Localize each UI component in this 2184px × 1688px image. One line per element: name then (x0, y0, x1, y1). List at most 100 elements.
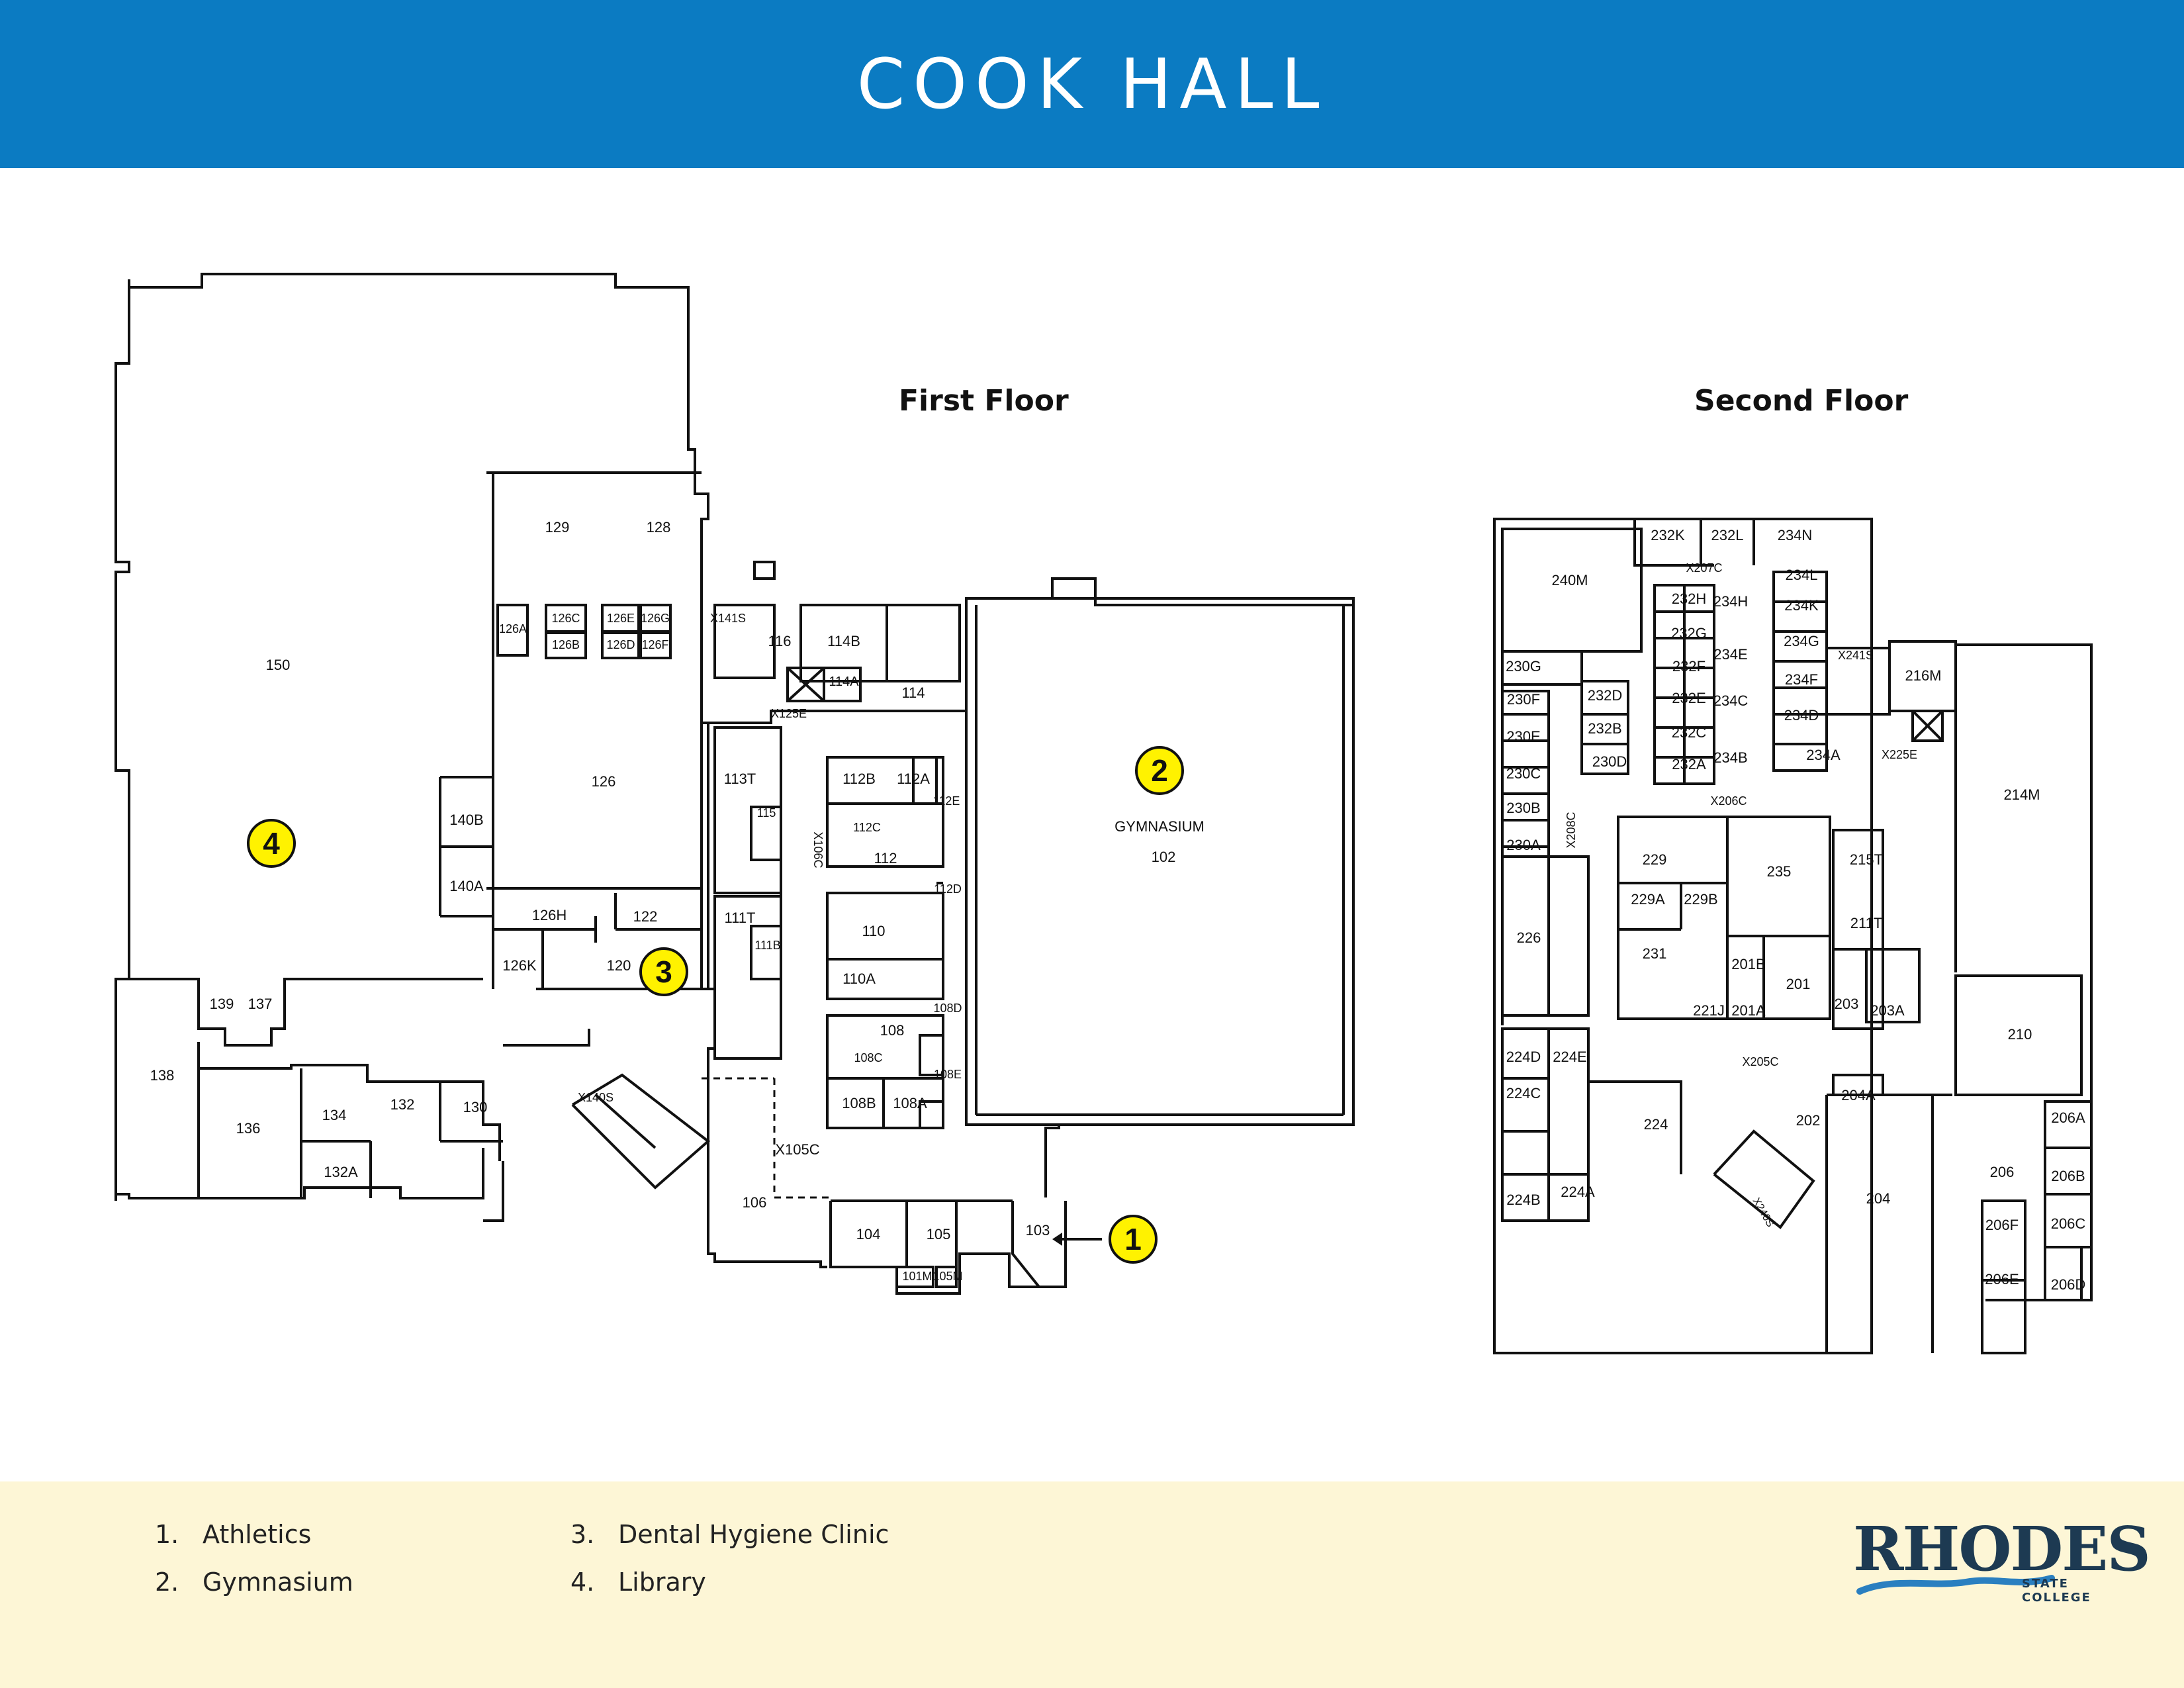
svg-text:X206C: X206C (1710, 794, 1747, 808)
svg-text:229B: 229B (1684, 891, 1717, 908)
location-markers: 1 2 3 4 (247, 746, 1184, 1264)
svg-text:234F: 234F (1785, 671, 1818, 688)
svg-text:232L: 232L (1711, 527, 1744, 543)
svg-text:X240S: X240S (1751, 1196, 1776, 1229)
svg-text:126G: 126G (641, 612, 670, 625)
svg-text:150: 150 (266, 657, 291, 673)
svg-text:234H: 234H (1713, 593, 1749, 610)
svg-text:206D: 206D (2051, 1276, 2086, 1293)
svg-text:232C: 232C (1672, 724, 1707, 741)
svg-text:112C: 112C (853, 821, 881, 834)
svg-text:130: 130 (463, 1099, 488, 1115)
svg-text:122: 122 (633, 908, 658, 925)
svg-text:204A: 204A (1841, 1087, 1876, 1103)
svg-text:234G: 234G (1784, 633, 1819, 649)
svg-text:X208C: X208C (1565, 812, 1578, 848)
svg-text:234E: 234E (1713, 646, 1747, 663)
title-bar: COOK HALL (0, 0, 2184, 168)
svg-text:X141S: X141S (710, 612, 746, 625)
svg-text:201A: 201A (1731, 1002, 1766, 1019)
svg-text:229: 229 (1643, 851, 1667, 868)
svg-text:234A: 234A (1806, 747, 1841, 763)
legend-item-gymnasium: 2.Gymnasium (155, 1568, 353, 1597)
legend-item-athletics: 1.Athletics (155, 1520, 311, 1549)
svg-text:103: 103 (1026, 1222, 1050, 1239)
svg-text:231: 231 (1643, 945, 1667, 962)
svg-text:232A: 232A (1672, 756, 1706, 773)
svg-text:108: 108 (880, 1022, 905, 1039)
svg-text:108B: 108B (842, 1095, 876, 1111)
svg-text:126: 126 (592, 773, 616, 790)
svg-text:X205C: X205C (1742, 1055, 1778, 1068)
legend-label: Athletics (203, 1520, 312, 1549)
svg-text:132A: 132A (324, 1164, 358, 1180)
svg-text:112: 112 (874, 850, 897, 867)
svg-text:106: 106 (743, 1194, 767, 1211)
svg-text:224C: 224C (1506, 1085, 1541, 1102)
svg-text:215T: 215T (1850, 851, 1883, 868)
svg-text:230G: 230G (1506, 658, 1541, 675)
svg-text:229A: 229A (1631, 891, 1665, 908)
svg-text:111T: 111T (725, 910, 756, 926)
svg-text:140B: 140B (449, 812, 483, 828)
marker-1-label: 1 (1124, 1222, 1142, 1256)
svg-text:235: 235 (1767, 863, 1792, 880)
svg-text:110: 110 (862, 923, 885, 939)
svg-text:GYMNASIUM: GYMNASIUM (1115, 818, 1205, 835)
svg-text:203A: 203A (1870, 1002, 1905, 1019)
rhodes-logo: RHODES STATE COLLEGE (1853, 1513, 2151, 1606)
svg-text:230D: 230D (1592, 753, 1627, 770)
svg-text:201: 201 (1786, 976, 1811, 992)
svg-text:108E: 108E (934, 1068, 962, 1081)
svg-text:137: 137 (248, 996, 273, 1012)
svg-text:105: 105 (927, 1226, 951, 1243)
svg-text:206: 206 (1990, 1164, 2015, 1180)
svg-text:139: 139 (210, 996, 234, 1012)
svg-text:226: 226 (1517, 929, 1541, 946)
svg-text:108A: 108A (893, 1095, 927, 1111)
svg-text:140A: 140A (449, 878, 484, 894)
svg-text:129: 129 (545, 519, 570, 536)
svg-text:234K: 234K (1784, 597, 1819, 614)
svg-text:224E: 224E (1553, 1049, 1586, 1065)
svg-text:206E: 206E (1985, 1271, 2019, 1288)
svg-text:126D: 126D (606, 638, 635, 651)
floor-plan-drawing: 150 129 128 126A 126C 126B 126E 126G 126… (114, 273, 2093, 1354)
svg-text:112D: 112D (934, 882, 962, 896)
svg-text:X105C: X105C (775, 1141, 819, 1158)
svg-text:114B: 114B (827, 633, 860, 649)
marker-4-label: 4 (263, 826, 280, 861)
svg-text:115: 115 (757, 806, 776, 820)
svg-text:224B: 224B (1506, 1192, 1540, 1208)
svg-text:114: 114 (901, 684, 925, 701)
floor-plans: First Floor Second Floor (0, 168, 2184, 1481)
svg-text:126A: 126A (499, 622, 527, 635)
svg-text:126F: 126F (641, 638, 668, 651)
svg-text:234L: 234L (1786, 567, 1818, 583)
logo-subtitle: STATE COLLEGE (2022, 1577, 2091, 1605)
svg-text:126C: 126C (551, 612, 580, 625)
marker-2-label: 2 (1151, 753, 1168, 788)
svg-text:234C: 234C (1713, 692, 1749, 709)
svg-text:112E: 112E (933, 794, 960, 808)
page-title: COOK HALL (856, 44, 1328, 124)
svg-text:214M: 214M (2003, 786, 2040, 803)
svg-text:X140S: X140S (578, 1091, 614, 1104)
svg-text:216M: 216M (1905, 667, 1941, 684)
svg-text:104: 104 (856, 1226, 881, 1243)
svg-text:202: 202 (1796, 1112, 1821, 1129)
svg-text:230A: 230A (1506, 837, 1541, 853)
svg-text:116: 116 (768, 633, 791, 649)
legend-num: 2. (155, 1568, 179, 1597)
svg-text:232E: 232E (1672, 690, 1706, 706)
legend-item-dental-hygiene-clinic: 3.Dental Hygiene Clinic (570, 1520, 889, 1549)
svg-text:204: 204 (1866, 1190, 1891, 1207)
svg-text:232K: 232K (1651, 527, 1685, 543)
svg-text:114A: 114A (829, 675, 859, 689)
svg-text:X207C: X207C (1686, 561, 1722, 575)
legend-item-library: 4.Library (570, 1568, 706, 1597)
svg-text:134: 134 (322, 1107, 347, 1123)
first-floor-walls (114, 273, 1355, 1295)
svg-text:102: 102 (1152, 849, 1176, 865)
svg-text:136: 136 (236, 1120, 261, 1137)
